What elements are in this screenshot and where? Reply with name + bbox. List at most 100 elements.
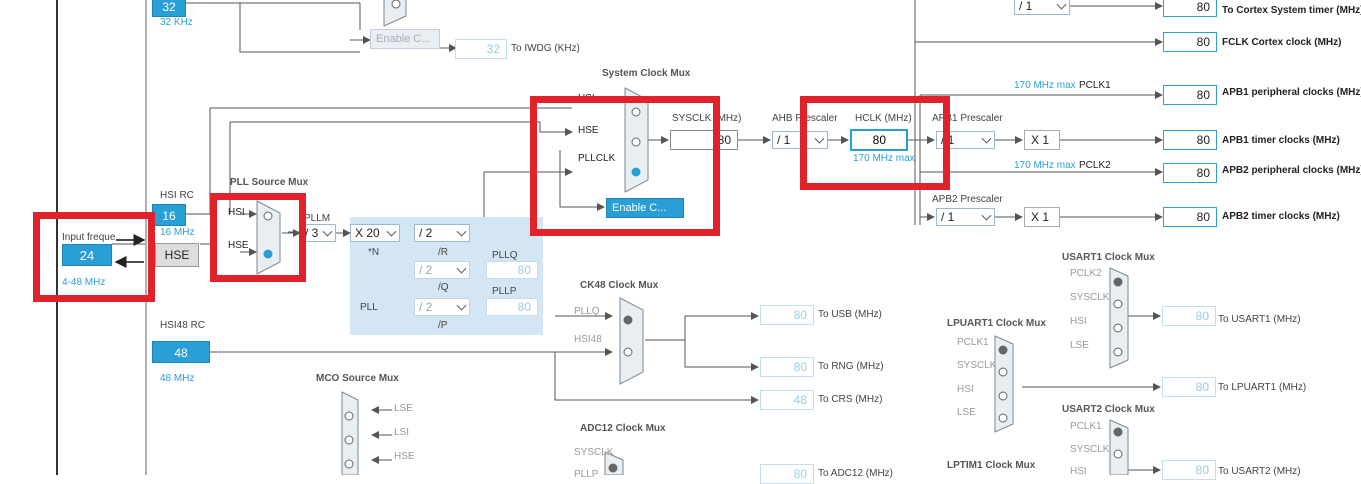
hsi-freq-label: 16 MHz: [160, 227, 195, 238]
adc12-value: 80: [760, 464, 814, 484]
hsi48-value[interactable]: 48: [152, 341, 210, 363]
apb1-prescaler-label: APB1 Prescaler: [932, 113, 1003, 124]
usart1-sysclk-label: SYSCLK: [1070, 292, 1110, 303]
pll-n-label: *N: [368, 247, 380, 258]
ck48-clock-mux-title: CK48 Clock Mux: [580, 280, 659, 291]
apb2-max-label: 170 MHz max: [1014, 160, 1076, 171]
chevron-down-icon: [981, 210, 992, 221]
fclk-value: 80: [1163, 32, 1217, 52]
ck48-pllq-label: PLLQ: [574, 306, 600, 317]
pclk2-label: PCLK2: [1079, 160, 1111, 171]
chevron-down-icon: [322, 226, 333, 237]
hse-range-label: 4-48 MHz: [62, 277, 106, 288]
pll-q-label: /Q: [438, 282, 449, 293]
pll-p-select-value: / 2: [419, 300, 433, 314]
crs-label: To CRS (MHz): [818, 394, 883, 405]
usart2-clock-mux-title: USART2 Clock Mux: [1062, 404, 1155, 415]
lpuart1-value: 80: [1162, 377, 1216, 397]
chevron-down-icon: [1056, 0, 1067, 10]
system-clock-mux-title: System Clock Mux: [602, 68, 691, 79]
pll-source-hse-label: HSE: [228, 240, 249, 251]
hclk-max-label: 170 MHz max: [853, 153, 915, 164]
lpuart1-label: To LPUART1 (MHz): [1218, 382, 1307, 393]
usb-value: 80: [760, 305, 814, 325]
adc12-clock-mux-title: ADC12 Clock Mux: [580, 423, 666, 434]
iwdg-enable-button[interactable]: Enable C...: [370, 29, 440, 49]
input-frequency-label: Input freque...: [62, 232, 124, 243]
usart1-clock-mux-title: USART1 Clock Mux: [1062, 252, 1155, 263]
usart2-sysclk-label: SYSCLK: [1070, 444, 1110, 455]
hse-input-frequency[interactable]: 24: [62, 244, 112, 266]
crs-value: 48: [760, 390, 814, 410]
mco-source-mux-title: MCO Source Mux: [316, 373, 399, 384]
apb2-peripheral-value: 80: [1163, 163, 1217, 183]
chevron-down-icon: [456, 226, 467, 237]
pll-source-hsi-label: HSI: [228, 207, 245, 218]
lpuart1-clock-mux-title: LPUART1 Clock Mux: [947, 318, 1046, 329]
chevron-down-icon: [456, 300, 467, 311]
lpuart1-hsi-label: HSI: [957, 384, 974, 395]
pll-r-select[interactable]: / 2: [414, 224, 470, 242]
adc12-sysclk-label: SYSCLK: [574, 447, 614, 458]
usart2-label: To USART2 (MHz): [1218, 466, 1301, 477]
apb2-prescaler-select[interactable]: / 1: [936, 208, 995, 226]
pclk1-label: PCLK1: [1079, 80, 1111, 91]
apb1-timer-mult: X 1: [1024, 130, 1060, 150]
rng-label: To RNG (MHz): [818, 361, 884, 372]
usart2-pclk1-label: PCLK1: [1070, 421, 1102, 432]
pll-r-select-value: / 2: [419, 226, 433, 240]
chevron-down-icon: [456, 263, 467, 274]
highlight-pll-source-mux: [210, 193, 306, 282]
cortex-timer-value: 80: [1163, 0, 1217, 17]
cortex-divider-value: / 1: [1019, 0, 1033, 13]
lptim1-clock-mux-title: LPTIM1 Clock Mux: [947, 460, 1036, 471]
sysclk-label: SYSCLK (MHz): [672, 113, 742, 124]
lpuart1-sysclk-label: SYSCLK: [957, 360, 997, 371]
apb1-max-label: 170 MHz max: [1014, 80, 1076, 91]
usart1-value: 80: [1162, 306, 1216, 326]
pll-n-select[interactable]: X 20: [350, 224, 400, 242]
usb-label: To USB (MHz): [818, 309, 882, 320]
pllp-label: PLLP: [492, 286, 517, 297]
hse-oscillator-box[interactable]: HSE: [155, 243, 199, 267]
chevron-down-icon: [981, 133, 992, 144]
highlight-system-clock-mux: [530, 96, 720, 236]
highlight-input-frequency: [33, 212, 155, 302]
cortex-timer-label: To Cortex System timer (MHz): [1222, 5, 1361, 16]
mco-hse-label: HSE: [394, 451, 415, 462]
lpuart1-lse-label: LSE: [957, 407, 976, 418]
pll-block-label: PLL: [360, 302, 378, 313]
pll-source-mux-title: PLL Source Mux: [230, 177, 309, 188]
apb2-timer-label: APB2 timer clocks (MHz): [1222, 211, 1340, 222]
pll-p-select[interactable]: / 2: [414, 298, 470, 316]
pll-p-label: /P: [438, 320, 448, 331]
apb2-peripheral-label: APB2 peripheral clocks (MHz): [1222, 165, 1361, 176]
usart1-lse-label: LSE: [1070, 340, 1089, 351]
apb1-timer-value: 80: [1163, 130, 1217, 150]
pll-q-select[interactable]: / 2: [414, 261, 470, 279]
pll-q-select-value: / 2: [419, 263, 433, 277]
hsi48-rc-title: HSI48 RC: [160, 320, 206, 331]
usart1-label: To USART1 (MHz): [1218, 314, 1301, 325]
highlight-hclk: [800, 96, 950, 190]
hsi-value[interactable]: 16: [152, 204, 186, 226]
pllq-label: PLLQ: [492, 250, 518, 261]
hsi-rc-title: HSI RC: [160, 190, 194, 201]
hsi48-freq-label: 48 MHz: [160, 373, 195, 384]
cortex-timer-divider-select[interactable]: / 1: [1014, 0, 1070, 15]
lse-freq-label: 32 KHz: [160, 17, 193, 28]
pll-n-select-value: X 20: [355, 226, 380, 240]
css-enable-button[interactable]: Enable C...: [606, 198, 684, 218]
hclk-input[interactable]: [850, 129, 908, 151]
lpuart1-pclk1-label: PCLK1: [957, 337, 989, 348]
apb1-peripheral-label: APB1 peripheral clocks (MHz): [1222, 87, 1361, 98]
apb2-prescaler-value: / 1: [941, 210, 955, 224]
adc12-label: To ADC12 (MHz): [818, 468, 894, 479]
sysmux-hse-label: HSE: [578, 125, 599, 136]
fclk-label: FCLK Cortex clock (MHz): [1222, 37, 1342, 48]
usart1-hsi-label: HSI: [1070, 316, 1087, 327]
usart2-hsi-label: HSI: [1070, 466, 1087, 477]
pllm-select-value: / 3: [305, 226, 319, 240]
pllm-label: PLLM: [304, 213, 331, 224]
lse-value[interactable]: 32: [152, 0, 186, 17]
